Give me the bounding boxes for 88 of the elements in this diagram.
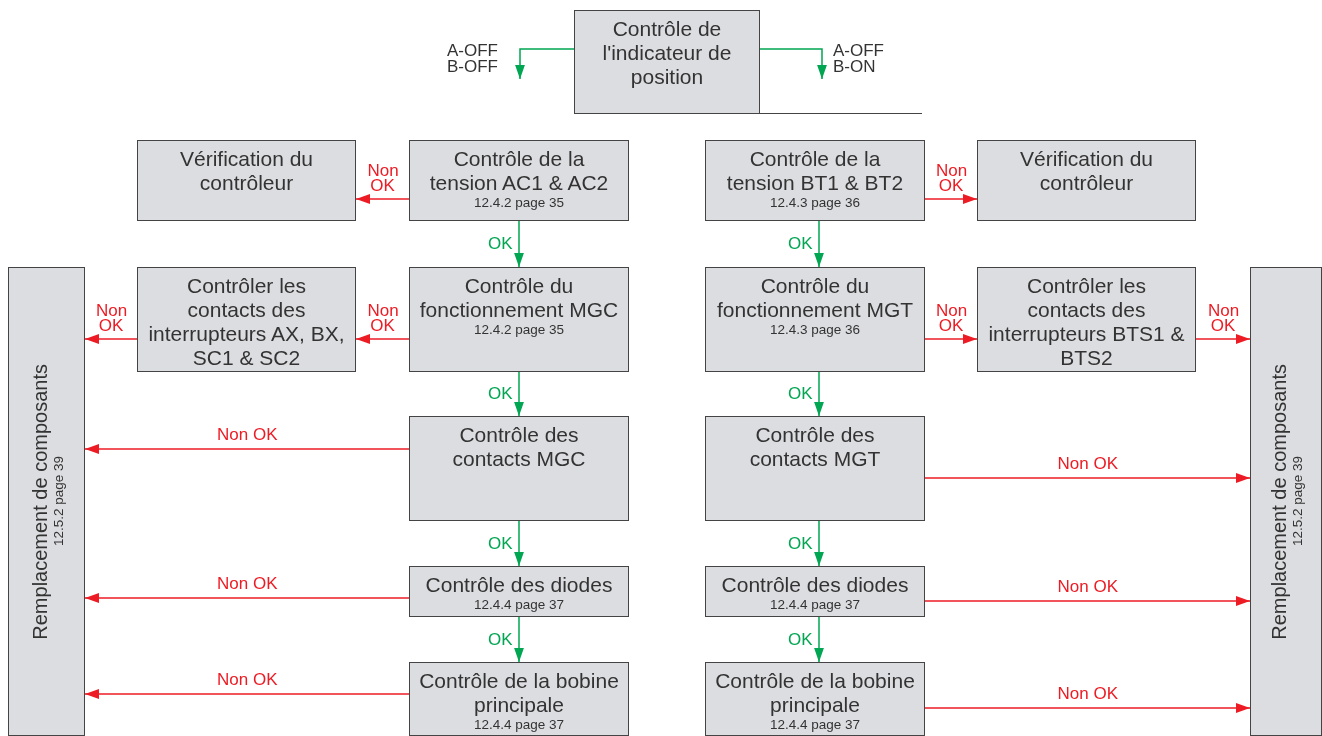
reference-text: 12.4.3 page 36 [768,195,862,211]
reference-text: 12.4.3 page 36 [768,322,862,338]
arrow [814,371,824,417]
process-box [977,140,1196,221]
arrow [355,194,410,204]
process-box [409,267,629,372]
box-text: Contrôler les contacts des interrupteurs AX, BX, SC1 & SC2 [147,274,346,370]
edge-label: Non OK [217,427,278,443]
edge-label: OK [488,386,513,402]
process-box [409,566,629,617]
arrow [924,334,978,344]
process-box [705,662,925,736]
edge-label: OK [788,535,813,552]
box-text: Contrôle des contacts MGT [748,423,882,471]
edge-label: Non OK [1208,303,1238,333]
arrow [814,220,824,268]
reference-text: 12.4.4 page 37 [768,717,862,733]
edge-label: OK [788,631,813,648]
reference-text: 12.4.2 page 35 [472,195,566,211]
box-text: Contrôle de l'indicateur de position [601,17,733,89]
arrow [514,616,524,663]
box-text: Contrôle de la tension AC1 & AC2 [428,147,610,195]
box-text: Remplacement de composants [27,363,52,640]
arrow [514,520,524,567]
arrow [924,473,1251,483]
edge-label: Non OK [936,163,966,193]
arrow [759,48,827,80]
box-text: Contrôle du fonctionnement MGT [715,274,915,322]
box-text: Vérification du contrôleur [1018,147,1155,195]
arrow [84,334,138,344]
reference-text: 12.4.4 page 37 [472,717,566,733]
reference-text: 12.4.4 page 37 [768,597,862,613]
edge-label: Non OK [367,303,398,333]
arrow [814,616,824,663]
edge-label: OK [788,236,813,252]
edge-label: Non OK [217,672,278,688]
box-text: Contrôle du fonctionnement MGC [418,274,620,322]
arrow [84,689,410,699]
edge-label: OK [488,535,513,552]
box-text: Contrôler les contacts des interrupteurs BTS1 & BTS2 [987,274,1186,370]
process-box [137,267,356,372]
process-box [137,140,356,221]
reference-text: 12.4.2 page 35 [472,322,566,338]
edge-label: Non OK [217,576,278,592]
edge-label: OK [788,386,813,402]
edge-label: Non OK [1057,686,1118,702]
box-text: Contrôle des diodes [424,573,614,597]
box-text: Remplacement de composants [1267,363,1291,640]
arrow [1195,334,1251,344]
edge-label: OK [488,631,513,648]
edge-label: Non OK [936,303,966,333]
box-text: Contrôle des diodes [720,573,910,597]
process-box [705,267,925,372]
arrow [515,48,575,80]
arrow [84,593,410,603]
process-box [705,566,925,617]
reference-text: 12.4.4 page 37 [472,597,566,613]
edge-label: Non OK [367,163,398,193]
box-text: Contrôle de la tension BT1 & BT2 [725,147,905,195]
reference-text: 12.5.2 page 39 [51,456,66,547]
process-bar [8,267,85,736]
box-text: Contrôle de la bobine principale [714,669,916,717]
arrow [84,444,410,454]
box-text: Vérification du contrôleur [178,147,315,195]
process-box [409,140,629,221]
edge-label: Non OK [1057,456,1118,472]
arrow [924,596,1251,606]
arrow [355,334,410,344]
box-text: Contrôle des contacts MGC [451,423,587,471]
arrow [814,520,824,567]
status-text: A-OFF B-OFF [447,43,499,75]
process-bar [1250,267,1322,736]
process-box [574,10,760,114]
process-box [705,140,925,221]
arrow [924,194,978,204]
process-box [705,416,925,521]
reference-text: 12.5.2 page 39 [1291,456,1305,547]
process-box [409,662,629,736]
box-text: Contrôle de la bobine principale [418,669,620,717]
edge-label: OK [488,236,513,252]
edge-label: Non OK [1057,579,1118,595]
arrow [924,703,1251,713]
status-text: A-OFF B-ON [833,43,885,75]
process-box [409,416,629,521]
process-box [977,267,1196,372]
arrow [514,371,524,417]
edge-label: Non OK [96,303,126,333]
arrow [514,220,524,268]
